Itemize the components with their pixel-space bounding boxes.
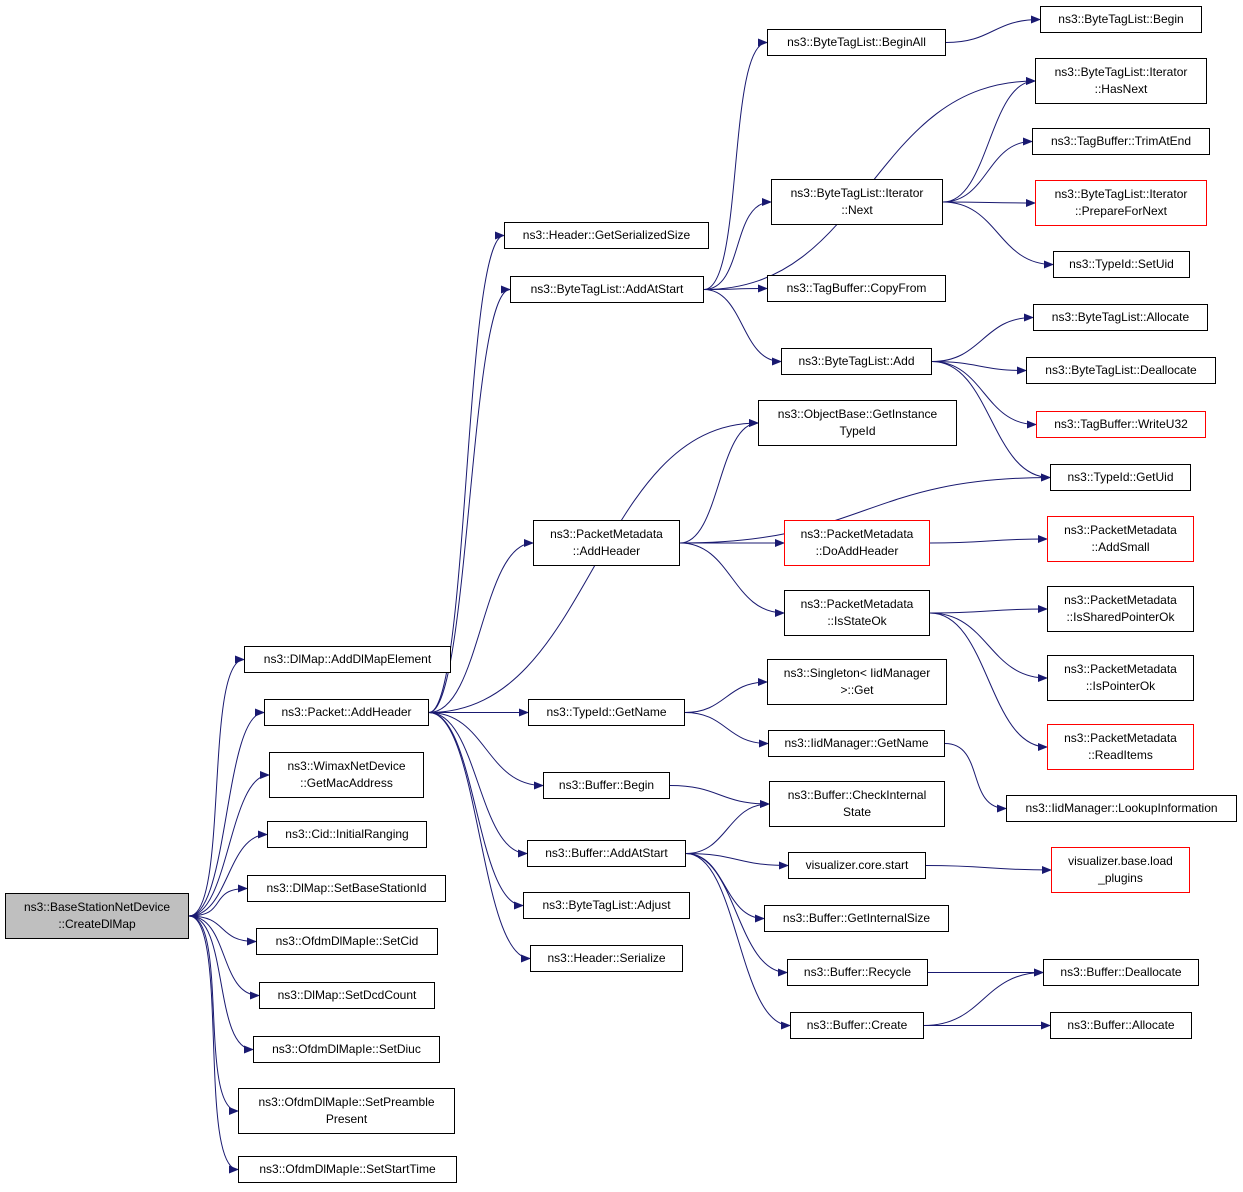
node-singleton-iidmanager-get[interactable]: ns3::Singleton< IidManager >::Get bbox=[767, 659, 947, 705]
edge-root-to-getMacAddress bbox=[188, 771, 270, 917]
node-visualizer-base-load-plugins[interactable]: visualizer.base.load _plugins bbox=[1051, 847, 1190, 893]
edge-bufCreate-to-bufDeallocate bbox=[923, 968, 1044, 1026]
edge-root-to-setDcdCount bbox=[188, 915, 260, 1000]
edge-btlIterNext-to-tbTrimAtEnd bbox=[942, 137, 1033, 203]
node-dlmap-add-dlmap-element[interactable]: ns3::DlMap::AddDlMapElement bbox=[244, 646, 451, 673]
edge-btlAddAtStart-to-btlBeginAll bbox=[703, 38, 768, 290]
node-bytetaglist-begin-all[interactable]: ns3::ByteTagList::BeginAll bbox=[767, 29, 946, 56]
node-bytetaglist-iterator-has-next[interactable]: ns3::ByteTagList::Iterator ::HasNext bbox=[1035, 58, 1207, 104]
node-typeid-set-uid[interactable]: ns3::TypeId::SetUid bbox=[1053, 251, 1190, 278]
edge-packetAddHeader-to-getSerializedSize bbox=[428, 231, 505, 713]
edge-typeIdGetName-to-singletonGet bbox=[684, 678, 768, 713]
edge-root-to-setBaseStationId bbox=[188, 884, 248, 917]
node-packet-add-header[interactable]: ns3::Packet::AddHeader bbox=[264, 699, 429, 726]
edge-typeIdGetName-to-iidGetName bbox=[684, 712, 769, 748]
edge-packetAddHeader-to-bufferBegin bbox=[428, 712, 544, 790]
edge-btlAddAtStart-to-btlIterNext bbox=[703, 198, 772, 290]
edge-pmIsStateOk-to-pmReadItems bbox=[929, 612, 1048, 751]
edge-btlAdd-to-btlDeallocate bbox=[931, 361, 1027, 375]
node-ofdm-set-start-time[interactable]: ns3::OfdmDlMapIe::SetStartTime bbox=[238, 1156, 457, 1183]
edge-pmAddHeader-to-typeIdGetUid bbox=[679, 473, 1051, 544]
node-wimax-get-mac-address[interactable]: ns3::WimaxNetDevice ::GetMacAddress bbox=[269, 752, 424, 798]
edge-bufferBegin-to-bufCheckInternalState bbox=[669, 785, 770, 808]
edge-btlIterNext-to-typeIdSetUid bbox=[942, 201, 1054, 269]
edge-pmAddHeader-to-pmIsStateOk bbox=[679, 542, 785, 617]
edge-iidGetName-to-iidLookupInformation bbox=[944, 743, 1007, 813]
node-iidmanager-get-name[interactable]: ns3::IidManager::GetName bbox=[768, 730, 945, 757]
node-header-get-serialized-size[interactable]: ns3::Header::GetSerializedSize bbox=[504, 222, 709, 249]
edge-pmIsStateOk-to-pmIsSharedPointerOk bbox=[929, 605, 1048, 614]
node-ofdm-set-preamble-present[interactable]: ns3::OfdmDlMapIe::SetPreamble Present bbox=[238, 1088, 455, 1134]
edge-packetAddHeader-to-pmAddHeader bbox=[428, 539, 534, 713]
edge-bufferAddAtStart-to-bufCheckInternalState bbox=[685, 800, 770, 854]
edge-btlAdd-to-typeIdGetUid bbox=[931, 361, 1051, 482]
node-dlmap-set-base-station-id[interactable]: ns3::DlMap::SetBaseStationId bbox=[247, 875, 446, 902]
edge-pmAddHeader-to-obGetInstanceTypeId bbox=[679, 419, 759, 544]
edge-btlAdd-to-tbWriteU32 bbox=[931, 361, 1037, 429]
node-packetmetadata-is-shared-pointer-ok[interactable]: ns3::PacketMetadata ::IsSharedPointerOk bbox=[1047, 586, 1194, 632]
node-buffer-create[interactable]: ns3::Buffer::Create bbox=[790, 1012, 924, 1039]
node-ofdm-set-cid[interactable]: ns3::OfdmDlMapIe::SetCid bbox=[256, 928, 438, 955]
edge-btlAddAtStart-to-tbCopyFrom bbox=[703, 284, 768, 293]
node-typeid-get-uid[interactable]: ns3::TypeId::GetUid bbox=[1050, 464, 1191, 491]
node-packetmetadata-do-add-header[interactable]: ns3::PacketMetadata ::DoAddHeader bbox=[784, 520, 930, 566]
node-buffer-allocate[interactable]: ns3::Buffer::Allocate bbox=[1050, 1012, 1192, 1039]
edge-btlIterNext-to-btlIterHasNext bbox=[942, 77, 1036, 203]
node-packetmetadata-is-pointer-ok[interactable]: ns3::PacketMetadata ::IsPointerOk bbox=[1047, 655, 1194, 701]
node-buffer-begin[interactable]: ns3::Buffer::Begin bbox=[543, 772, 670, 799]
edge-root-to-setDiuc bbox=[188, 915, 254, 1054]
node-bytetaglist-iterator-next[interactable]: ns3::ByteTagList::Iterator ::Next bbox=[771, 179, 943, 225]
node-packetmetadata-add-header[interactable]: ns3::PacketMetadata ::AddHeader bbox=[533, 520, 680, 566]
edge-bufferAddAtStart-to-bufCreate bbox=[685, 853, 791, 1030]
edge-bufferAddAtStart-to-vizCoreStart bbox=[685, 853, 789, 870]
node-buffer-check-internal-state[interactable]: ns3::Buffer::CheckInternal State bbox=[769, 781, 945, 827]
edge-packetAddHeader-to-obGetInstanceTypeId bbox=[428, 419, 759, 713]
edge-btlIterNext-to-btlIterPrepareForNext bbox=[942, 198, 1036, 207]
edge-btlAdd-to-btlAllocate bbox=[931, 313, 1034, 362]
node-dlmap-set-dcd-count[interactable]: ns3::DlMap::SetDcdCount bbox=[259, 982, 435, 1009]
node-packetmetadata-read-items[interactable]: ns3::PacketMetadata ::ReadItems bbox=[1047, 724, 1194, 770]
edge-packetAddHeader-to-headerSerialize bbox=[428, 712, 531, 963]
edge-btlAddAtStart-to-btlAdd bbox=[703, 289, 782, 366]
node-buffer-deallocate[interactable]: ns3::Buffer::Deallocate bbox=[1043, 959, 1199, 986]
node-tagbuffer-trim-at-end[interactable]: ns3::TagBuffer::TrimAtEnd bbox=[1032, 128, 1210, 155]
node-iidmanager-lookup-information[interactable]: ns3::IidManager::LookupInformation bbox=[1006, 795, 1237, 822]
edge-root-to-setStartTime bbox=[188, 915, 239, 1174]
edge-pmDoAddHeader-to-pmAddSmall bbox=[929, 535, 1048, 544]
node-packetmetadata-add-small[interactable]: ns3::PacketMetadata ::AddSmall bbox=[1047, 516, 1194, 562]
node-bytetaglist-add-at-start[interactable]: ns3::ByteTagList::AddAtStart bbox=[510, 276, 704, 303]
node-tagbuffer-copy-from[interactable]: ns3::TagBuffer::CopyFrom bbox=[767, 275, 946, 302]
edge-packetAddHeader-to-bufferAddAtStart bbox=[428, 712, 528, 858]
node-tagbuffer-write-u32[interactable]: ns3::TagBuffer::WriteU32 bbox=[1036, 411, 1206, 438]
node-header-serialize[interactable]: ns3::Header::Serialize bbox=[530, 945, 683, 972]
node-base-station-create-dlmap[interactable]: ns3::BaseStationNetDevice ::CreateDlMap bbox=[5, 893, 189, 939]
edge-root-to-setCid bbox=[188, 915, 257, 946]
edge-pmIsStateOk-to-pmIsPointerOk bbox=[929, 612, 1048, 682]
edge-vizCoreStart-to-vizLoadPlugins bbox=[925, 865, 1052, 874]
node-bytetaglist-begin[interactable]: ns3::ByteTagList::Begin bbox=[1040, 6, 1202, 33]
node-objectbase-get-instance-typeid[interactable]: ns3::ObjectBase::GetInstance TypeId bbox=[758, 400, 957, 446]
node-buffer-get-internal-size[interactable]: ns3::Buffer::GetInternalSize bbox=[764, 905, 949, 932]
node-packetmetadata-is-state-ok[interactable]: ns3::PacketMetadata ::IsStateOk bbox=[784, 590, 930, 636]
edge-btlBeginAll-to-btlBegin bbox=[945, 15, 1041, 43]
edge-root-to-setPreamblePresent bbox=[188, 915, 239, 1115]
node-bytetaglist-add[interactable]: ns3::ByteTagList::Add bbox=[781, 348, 932, 375]
node-bytetaglist-iterator-prepare-for-next[interactable]: ns3::ByteTagList::Iterator ::PrepareForN… bbox=[1035, 180, 1207, 226]
node-bytetaglist-deallocate[interactable]: ns3::ByteTagList::Deallocate bbox=[1026, 357, 1216, 384]
edge-root-to-packetAddHeader bbox=[188, 708, 265, 917]
edge-packetAddHeader-to-btlAddAtStart bbox=[428, 285, 511, 713]
node-bytetaglist-adjust[interactable]: ns3::ByteTagList::Adjust bbox=[523, 892, 690, 919]
node-ofdm-set-diuc[interactable]: ns3::OfdmDlMapIe::SetDiuc bbox=[253, 1036, 440, 1063]
node-typeid-get-name[interactable]: ns3::TypeId::GetName bbox=[528, 699, 685, 726]
node-buffer-recycle[interactable]: ns3::Buffer::Recycle bbox=[787, 959, 928, 986]
edge-root-to-initialRanging bbox=[188, 830, 268, 917]
node-bytetaglist-allocate[interactable]: ns3::ByteTagList::Allocate bbox=[1033, 304, 1208, 331]
edge-bufferAddAtStart-to-bufRecycle bbox=[685, 853, 788, 977]
edge-root-to-addDlMapElement bbox=[188, 655, 245, 917]
node-cid-initial-ranging[interactable]: ns3::Cid::InitialRanging bbox=[267, 821, 427, 848]
node-visualizer-core-start[interactable]: visualizer.core.start bbox=[788, 852, 926, 879]
node-buffer-add-at-start[interactable]: ns3::Buffer::AddAtStart bbox=[527, 840, 686, 867]
